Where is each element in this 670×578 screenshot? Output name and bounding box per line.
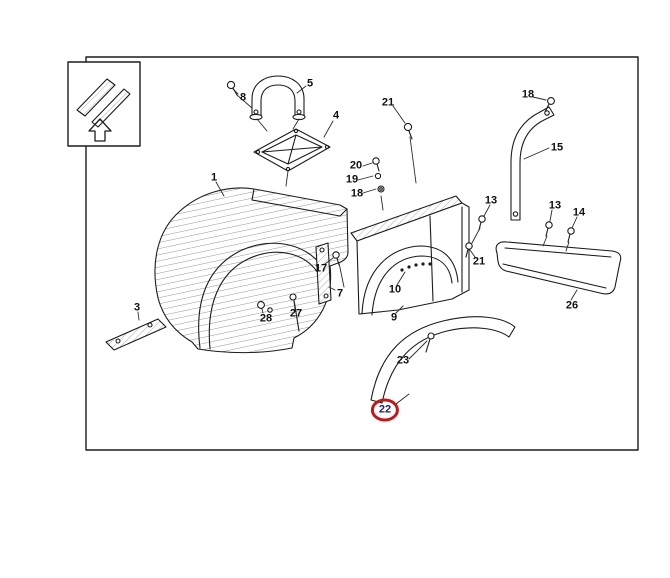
part-callout-21[interactable]: 21: [472, 255, 486, 268]
bolt-part-21-lower: [465, 242, 473, 258]
bolt-part-21-top: [403, 122, 413, 140]
part-callout-13[interactable]: 13: [484, 194, 498, 207]
washer-part-28: [257, 301, 273, 313]
mounting-plate-part-4: [253, 128, 331, 172]
part-callout-1[interactable]: 1: [210, 171, 218, 184]
leader-lines: [137, 85, 578, 405]
part-callout-23[interactable]: 23: [396, 354, 410, 367]
nut-part-18: [377, 185, 385, 193]
inset-part-shape: [91, 88, 131, 128]
part-callout-9[interactable]: 9: [390, 311, 398, 324]
part-callout-8[interactable]: 8: [239, 91, 247, 104]
handle-bracket-part-5: [249, 75, 306, 121]
bolt-part-23-clip: [425, 332, 435, 353]
part-callout-22-selected[interactable]: 22: [370, 398, 400, 422]
part-callout-14[interactable]: 14: [572, 206, 586, 219]
fender-flare-part-23: [370, 316, 516, 404]
part-callout-20[interactable]: 20: [349, 159, 363, 172]
part-callout-18[interactable]: 18: [521, 88, 535, 101]
part-callout-4[interactable]: 4: [332, 109, 340, 122]
part-callout-7[interactable]: 7: [336, 287, 344, 300]
bolt-part-20: [372, 157, 380, 172]
inset-part-shape: [76, 78, 116, 117]
part-callout-3[interactable]: 3: [133, 301, 141, 314]
part-callout-5[interactable]: 5: [306, 77, 314, 90]
support-strip-part-7: [315, 242, 332, 305]
part-callout-21[interactable]: 21: [381, 96, 395, 109]
bolt-part-8: [226, 80, 238, 96]
part-callout-19[interactable]: 19: [345, 173, 359, 186]
part-callout-18[interactable]: 18: [350, 187, 364, 200]
step-bracket-part-3: [105, 318, 167, 351]
hook-bracket-part-15: [510, 106, 555, 221]
bolt-part-17: [332, 251, 340, 266]
bolt-part-13-left: [478, 215, 486, 231]
bolt-part-13-right: [545, 221, 553, 237]
part-callout-10[interactable]: 10: [388, 283, 402, 296]
part-callout-28[interactable]: 28: [259, 312, 273, 325]
part-callout-15[interactable]: 15: [550, 141, 564, 154]
bolt-part-14: [567, 227, 575, 243]
orientation-inset: [67, 61, 141, 147]
bolt-part-18-right: [544, 97, 555, 113]
part-callout-27[interactable]: 27: [289, 307, 303, 320]
side-panel-part-26: [495, 241, 622, 295]
part-callout-26[interactable]: 26: [565, 299, 579, 312]
up-arrow-icon: [88, 118, 112, 142]
inner-arch-part-9: [361, 245, 459, 316]
washer-part-19: [374, 172, 382, 180]
arch-holes-part-10: [400, 262, 432, 272]
quarter-panel-assembly: [350, 195, 470, 315]
part-callout-17[interactable]: 17: [314, 262, 328, 275]
diagram-border: [85, 56, 639, 451]
part-callout-13[interactable]: 13: [548, 199, 562, 212]
